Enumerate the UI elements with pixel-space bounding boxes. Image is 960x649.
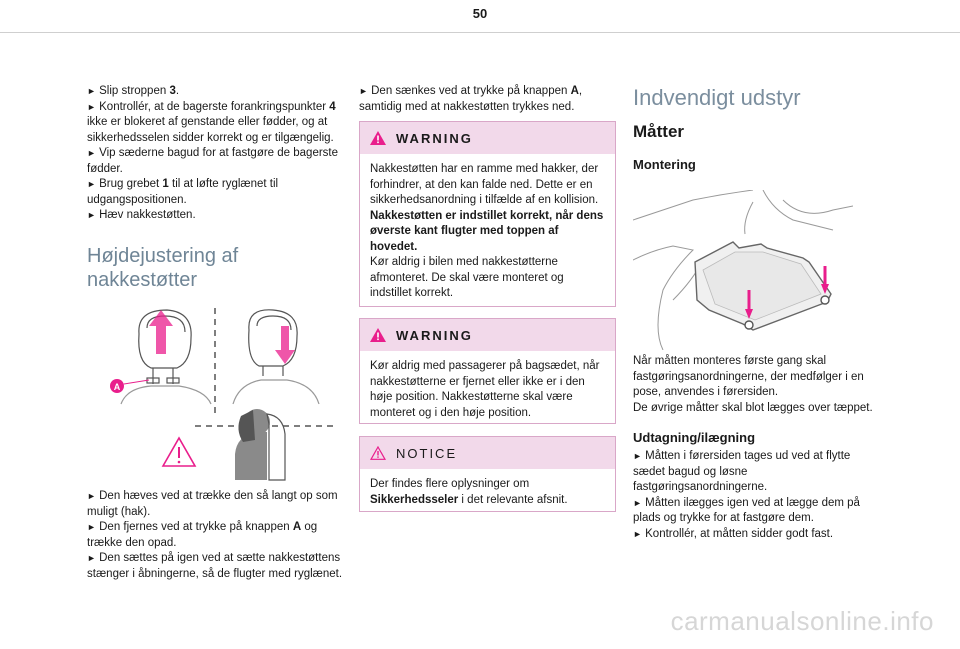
step-item: ► Den fjernes ved at trykke på knappen A… bbox=[87, 521, 318, 549]
warning-box-body: Nakkestøtten har en ramme med hakker, de… bbox=[360, 154, 615, 310]
step-item: ► Den hæves ved at trække den så langt o… bbox=[87, 490, 338, 518]
top-rule bbox=[0, 32, 960, 33]
warning-text: Kør aldrig i bilen med nakkestøtterne af… bbox=[370, 256, 564, 299]
arrow-icon: ► bbox=[359, 86, 368, 96]
step-item: ► Måtten ilægges igen ved at lægge dem p… bbox=[633, 496, 860, 525]
step-item: ► Kontrollér, at måtten sidder godt fast… bbox=[633, 527, 834, 540]
step-item: ► Måtten i førersiden tages ud ved at fl… bbox=[633, 450, 851, 493]
arrow-icon: ► bbox=[87, 553, 96, 563]
notice-box-body: Der findes flere oplysninger om Sikkerhe… bbox=[360, 469, 615, 516]
notice-box-header: NOTICE bbox=[360, 437, 615, 469]
fastener-icon bbox=[820, 295, 830, 305]
headrest-right-drawing bbox=[232, 309, 320, 405]
notice-text: Der findes flere oplysninger om Sikkerhe… bbox=[370, 478, 568, 506]
warning-triangle-icon bbox=[370, 328, 386, 342]
step-item: ► Den sættes på igen ved at sætte nakkes… bbox=[87, 552, 343, 580]
headrest-illustration: A bbox=[110, 308, 337, 481]
montering-text: Når måtten monteres første gang skal fas… bbox=[633, 355, 873, 414]
page-number: 50 bbox=[472, 6, 488, 21]
down-arrow-icon bbox=[745, 290, 753, 319]
step-item: ► Kontrollér, at de bagerste forankrings… bbox=[87, 100, 336, 144]
step-item: ► Hæv nakkestøtten. bbox=[87, 209, 196, 221]
down-arrow-icon bbox=[275, 326, 295, 364]
warning-triangle-icon bbox=[370, 131, 386, 145]
notice-triangle-icon bbox=[370, 446, 386, 460]
subsection-title: Montering bbox=[633, 157, 696, 172]
warning-text: Kør aldrig med passagerer på bagsædet, n… bbox=[370, 360, 600, 419]
warning-box-body: Kør aldrig med passagerer på bagsædet, n… bbox=[360, 351, 615, 429]
steps-list-1: ► Slip stroppen 3. ► Kontrollér, at de b… bbox=[87, 84, 349, 224]
step-item: ► Vip sæderne bagud for at fastgøre de b… bbox=[87, 147, 339, 175]
subsection-title: Udtagning/ilægning bbox=[633, 430, 756, 445]
steps-list-2: ► Den hæves ved at trække den så langt o… bbox=[87, 489, 349, 582]
arrow-icon: ► bbox=[87, 491, 96, 501]
warning-box-2: WARNING Kør aldrig med passagerer på bag… bbox=[359, 318, 616, 424]
warning-box-header: WARNING bbox=[360, 122, 615, 154]
warning-text-bold: Nakkestøtten er indstillet korrekt, når … bbox=[370, 209, 604, 253]
arrow-icon: ► bbox=[87, 101, 96, 112]
warning-label: WARNING bbox=[396, 130, 473, 146]
notice-box: NOTICE Der findes flere oplysninger om S… bbox=[359, 436, 616, 512]
button-a-marker bbox=[110, 379, 124, 393]
arrow-icon: ► bbox=[633, 497, 642, 508]
arrow-icon: ► bbox=[87, 210, 96, 220]
warning-label: WARNING bbox=[396, 327, 473, 343]
chapter-title: Indvendigt udstyr bbox=[633, 85, 801, 110]
arrow-icon: ► bbox=[633, 451, 642, 461]
fastener-icon bbox=[744, 320, 754, 330]
watermark: carmanualsonline.info bbox=[670, 606, 934, 636]
section-title: Højdejustering af nakkestøtter bbox=[87, 245, 239, 291]
warning-box-1: WARNING Nakkestøtten har en ramme med ha… bbox=[359, 121, 616, 307]
floor-mat-shape bbox=[694, 241, 832, 331]
arrow-icon: ► bbox=[87, 179, 96, 189]
warning-triangle-icon bbox=[161, 436, 197, 467]
warning-text: Nakkestøtten har en ramme med hakker, de… bbox=[370, 163, 599, 206]
person-silhouette-icon bbox=[235, 409, 286, 481]
floor-mat-illustration bbox=[633, 190, 853, 350]
notice-label: NOTICE bbox=[396, 445, 458, 461]
section-title: Måtter bbox=[633, 122, 685, 141]
arrow-icon: ► bbox=[87, 148, 96, 158]
intro-text: ► Den sænkes ved at trykke på knappen A,… bbox=[359, 85, 583, 113]
arrow-icon: ► bbox=[87, 86, 96, 96]
arrow-icon: ► bbox=[87, 522, 96, 532]
down-arrow-icon bbox=[821, 266, 829, 294]
steps-list-3: ► Måtten i førersiden tages ud ved at fl… bbox=[633, 449, 883, 542]
button-a-label: A bbox=[114, 382, 121, 392]
step-item: ► Slip stroppen 3. bbox=[87, 85, 180, 97]
warning-box-header: WARNING bbox=[360, 319, 615, 351]
arrow-icon: ► bbox=[633, 528, 642, 539]
up-arrow-icon bbox=[149, 310, 173, 354]
step-item: ► Brug grebet 1 til at løfte ryglænet ti… bbox=[87, 178, 279, 206]
